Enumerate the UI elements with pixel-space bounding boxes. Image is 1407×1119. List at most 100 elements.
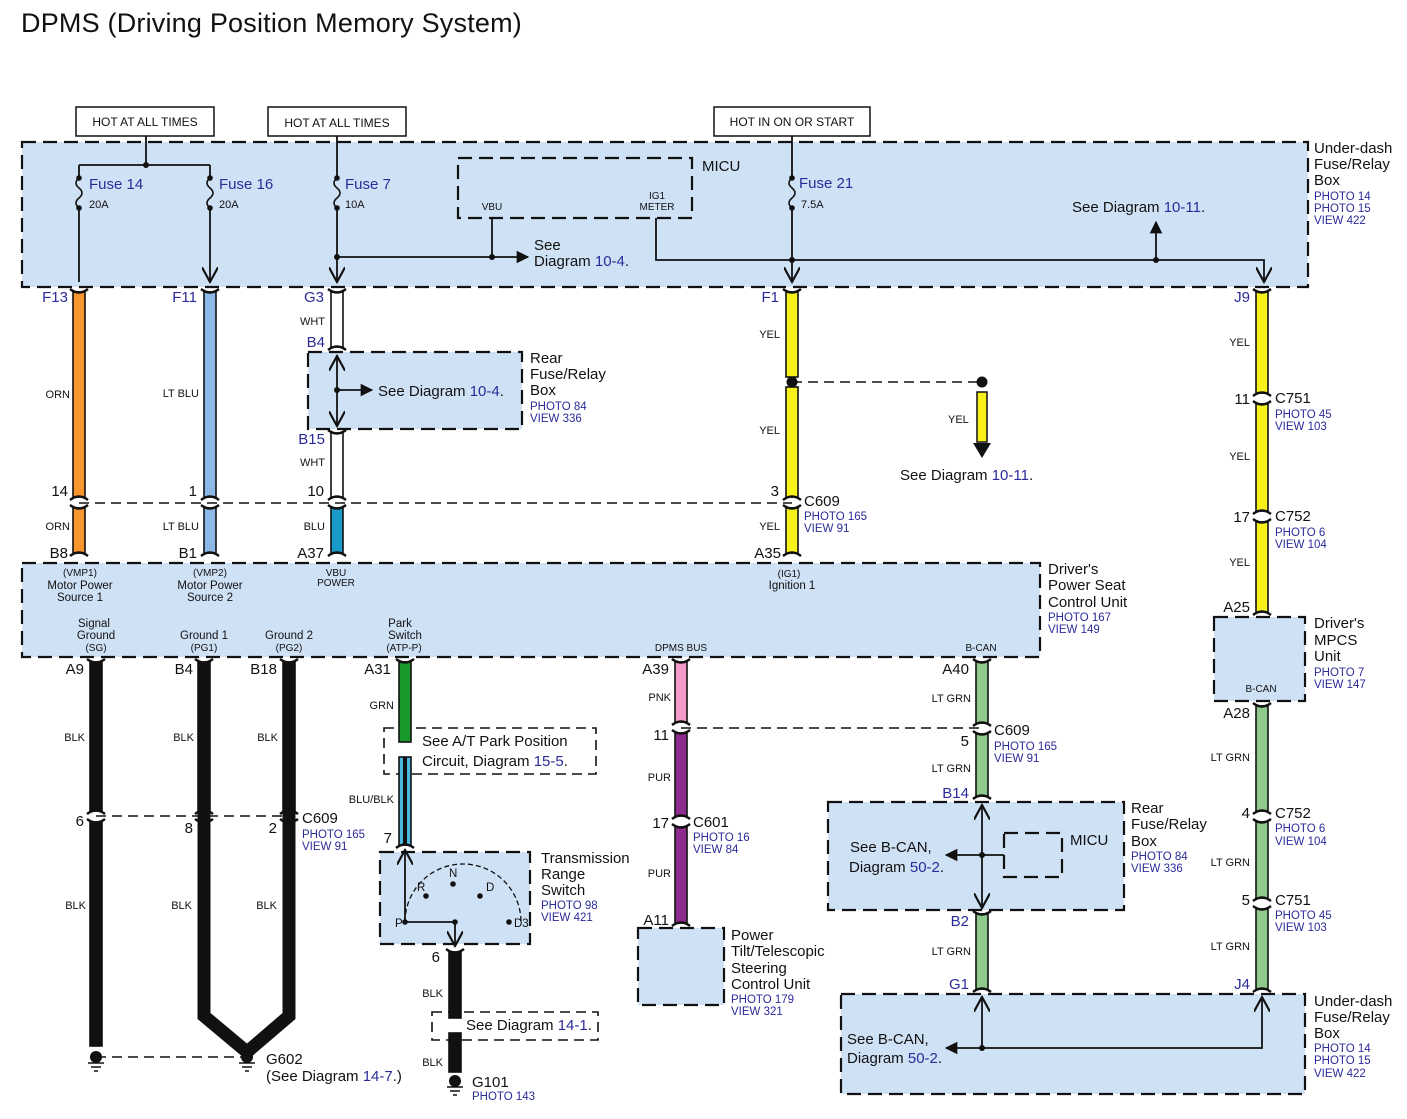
see-diagram-10-4-top[interactable]: See Diagram 10-4. <box>534 237 629 270</box>
svg-text:(VMP1): (VMP1) <box>63 568 97 579</box>
svg-text:See B-CAN,: See B-CAN, <box>850 839 932 856</box>
connector-cap <box>1252 610 1272 616</box>
micu-bottom-label: MICU <box>1070 832 1108 849</box>
svg-text:PHOTO 165: PHOTO 165 <box>302 829 365 841</box>
wire-pur <box>674 732 688 817</box>
svg-text:Circuit, Diagram 15-5.: Circuit, Diagram 15-5. <box>422 753 568 770</box>
svg-text:PHOTO 98: PHOTO 98 <box>541 900 598 912</box>
pin-label-G3: G3 <box>304 289 324 306</box>
mpcs-terminal-bcan: B-CAN <box>1245 684 1276 695</box>
underdash-bottom-label: Under-dash Fuse/Relay Box PHOTO 14 PHOTO… <box>1314 993 1392 1080</box>
see-diagram-10-4-rear[interactable]: See Diagram 10-4. <box>378 383 504 400</box>
connector-cap <box>395 658 415 664</box>
wire-ltgrn <box>975 733 989 797</box>
connector-cap <box>279 809 299 815</box>
svg-text:VIEW 421: VIEW 421 <box>541 912 593 924</box>
svg-text:Under-dash: Under-dash <box>1314 993 1392 1010</box>
power-seat-control-unit <box>20 561 1042 659</box>
connector-c609-ground: C609 PHOTO 165 VIEW 91 <box>302 810 365 853</box>
fuse-14-label: Fuse 14 <box>89 176 143 193</box>
svg-text:HOT AT ALL TIMES: HOT AT ALL TIMES <box>284 116 389 130</box>
wire-color-label-ltgrn: LT GRN <box>932 763 971 775</box>
pin-label-p8: 8 <box>185 820 193 837</box>
svg-text:VIEW 91: VIEW 91 <box>804 523 849 535</box>
wire-color-label-blk: BLK <box>171 900 192 912</box>
svg-text:VIEW 336: VIEW 336 <box>530 413 582 425</box>
see-diagram-14-1[interactable]: See Diagram 14-1. <box>466 1017 592 1034</box>
svg-text:Fuse/Relay: Fuse/Relay <box>530 366 606 383</box>
svg-text:Tilt/Telescopic: Tilt/Telescopic <box>731 943 825 960</box>
wire-color-label-ltblu: LT BLU <box>163 521 199 533</box>
connector-cap <box>69 504 89 510</box>
svg-text:Source 2: Source 2 <box>187 592 233 604</box>
connector-cap <box>69 551 89 557</box>
diagram-title: DPMS (Driving Position Memory System) <box>21 8 522 38</box>
svg-text:Motor Power: Motor Power <box>47 580 112 592</box>
svg-text:Box: Box <box>1314 1025 1340 1042</box>
svg-text:G602: G602 <box>266 1051 303 1068</box>
wire-ltblu <box>203 507 217 554</box>
micu-box-top <box>456 156 694 220</box>
wire-orn <box>72 507 86 554</box>
pin-label-A40: A40 <box>942 661 969 678</box>
park-position-note-box <box>383 727 597 775</box>
svg-text:(IG1): (IG1) <box>778 569 801 580</box>
gear-d3: D3 <box>514 918 529 930</box>
wire-color-label-grn: GRN <box>370 700 395 712</box>
see-bcan-1[interactable]: See B-CAN, Diagram 50-2. <box>849 839 944 876</box>
svg-text:(VMP2): (VMP2) <box>193 568 227 579</box>
see-diagram-10-11-top[interactable]: See Diagram 10-11. <box>1072 199 1205 216</box>
wire-ltgrn <box>1255 821 1269 899</box>
svg-text:POWER: POWER <box>317 578 355 589</box>
wires <box>69 288 1272 1073</box>
pin-label-p7: 7 <box>384 830 392 847</box>
wire-color-label-ltgrn: LT GRN <box>1211 941 1250 953</box>
connector-cap <box>782 551 802 557</box>
wire-color-label-yel: YEL <box>759 329 780 341</box>
svg-text:Transmission: Transmission <box>541 850 630 867</box>
connector-cap <box>1252 391 1272 397</box>
connector-c751-lower: C751 PHOTO 45 VIEW 103 <box>1275 892 1332 934</box>
underdash-fuse-box-top <box>20 140 1310 289</box>
see-bcan-2[interactable]: See B-CAN, Diagram 50-2. <box>847 1031 942 1067</box>
wire-ltgrn <box>975 661 989 724</box>
connector-c752-lower: C752 PHOTO 6 VIEW 104 <box>1275 805 1327 848</box>
fuse-21-rating: 7.5A <box>801 199 824 211</box>
steering-control-unit <box>636 926 726 1007</box>
see-park-position-note[interactable]: See A/T Park Position Circuit, Diagram 1… <box>422 733 568 770</box>
pin-label-p5: 5 <box>961 733 969 750</box>
svg-text:Power: Power <box>731 927 774 944</box>
pin-label-B2: B2 <box>951 913 969 930</box>
micu-terminal-meter: METER <box>640 202 675 213</box>
wire-blk <box>448 951 462 1019</box>
pin-label-p17b: 17 <box>652 815 669 832</box>
pin-label-p3: 3 <box>771 483 779 500</box>
pin-label-A35: A35 <box>754 545 781 562</box>
wire-yel <box>1255 403 1269 512</box>
svg-text:VIEW 84: VIEW 84 <box>693 844 739 856</box>
svg-text:See: See <box>534 237 561 254</box>
svg-text:Signal: Signal <box>78 618 110 630</box>
pin-label-F1: F1 <box>761 289 779 306</box>
connector-cap <box>194 809 214 815</box>
wire-color-label-orn: ORN <box>46 389 71 401</box>
connector-cap <box>327 345 347 351</box>
pin-label-p10: 10 <box>307 483 324 500</box>
svg-text:Control Unit: Control Unit <box>731 976 811 993</box>
connector-cap <box>194 658 214 664</box>
wire-color-label-pur: PUR <box>648 772 671 784</box>
connector-cap <box>671 658 691 664</box>
micu-top-label: MICU <box>702 158 740 175</box>
pin-label-A37: A37 <box>297 545 324 562</box>
pin-label-B1: B1 <box>179 545 197 562</box>
fuse-box-internal-wiring <box>78 136 1264 282</box>
fuse-icon <box>788 177 796 209</box>
seat-unit-label: Driver's Power Seat Control Unit PHOTO 1… <box>1048 561 1128 636</box>
see-diagram-10-11-branch[interactable]: See Diagram 10-11. <box>900 467 1033 484</box>
connector-cap <box>69 288 89 294</box>
wire-color-label-blk: BLK <box>64 732 85 744</box>
wire-blu <box>330 507 344 554</box>
connector-cap <box>1252 702 1272 708</box>
svg-text:C752: C752 <box>1275 508 1311 525</box>
